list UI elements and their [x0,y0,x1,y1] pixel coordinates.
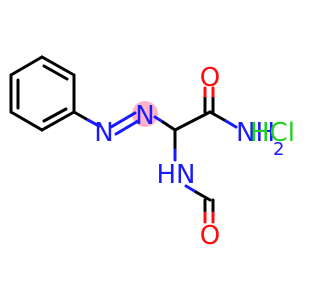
ring-double-bond [42,64,69,81]
ring-to-n-bond-black [72,110,90,122]
salt-label: HCl [250,118,295,148]
ring-double-bond [42,107,68,123]
n-to-ch-bond-black [161,120,177,132]
n-to-ch-bond-blue [153,115,165,124]
backbone-bonds [173,86,238,224]
ring-bond [40,110,76,132]
ring-bond [40,55,76,77]
carbonyl-oxygen-label: O [200,63,220,93]
azo-n2-label: N [135,101,154,131]
azo-n1-label: N [94,118,113,148]
amide-nh2-label: NH [236,118,275,148]
phenyl-ring [9,55,76,132]
n-n-double-bond-a [109,111,137,129]
carbonyl-to-nh2-bond-blue [224,119,238,129]
chemical-structure-diagram: N N O NH 2 HCl HN O [9,55,295,251]
azo-bonds [72,110,177,136]
nh-label: HN [157,160,196,190]
structure-svg: N N O NH 2 HCl HN O [9,55,295,251]
nh-to-formyl-bond-blue [184,184,198,194]
n-n-double-bond-b [114,119,140,136]
ch-to-carbonyl-bond [173,110,212,132]
ring-to-n-bond-blue [86,118,101,128]
carbonyl-to-nh2-bond-black [208,110,228,123]
atom-labels: N N O NH 2 HCl HN O [94,63,295,251]
amide-nh2-subscript: 2 [273,139,284,160]
nh-to-formyl-bond-black [194,190,212,202]
ring-bond [9,55,44,77]
formyl-oxygen-label: O [200,221,220,251]
ring-bond [9,110,44,132]
